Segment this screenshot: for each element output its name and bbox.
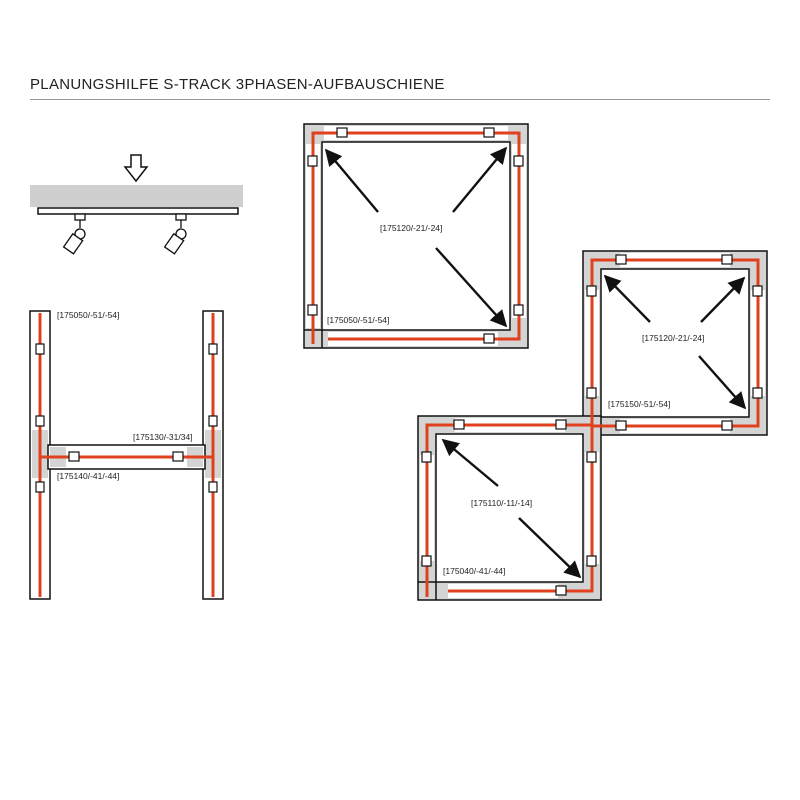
label-top-square-corner: [175120/-21/-24] [380,223,442,233]
spotlight-icon [62,213,86,255]
label-right-square-corner: [175120/-21/-24] [642,333,704,343]
title-divider [30,99,770,100]
label-h-crossbar: [175130/-31/34] [133,432,193,442]
label-top-square-rail: [175050/-51/-54] [327,315,389,325]
ceiling-illustration [30,154,243,255]
label-h-left-rail: [175050/-51/-54] [57,310,119,320]
label-right-square-rail: [175150/-51/-54] [608,399,670,409]
stepped-squares-layout: [175120/-21/-24] [175150/-51/-54] [17511… [417,250,768,601]
page-title: PLANUNGSHILFE S-TRACK 3PHASEN-AUFBAUSCHI… [30,76,445,93]
label-bottom-square-rail: [175040/-41/-44] [443,566,505,576]
mounted-track [37,207,239,215]
label-h-tee: [175140/-41/-44] [57,471,119,481]
top-square-layout: [175120/-21/-24] [175050/-51/-54] [303,123,529,349]
spotlight-icon [163,213,187,255]
label-bottom-square-corner: [175110/-11/-14] [471,498,532,508]
down-arrow-icon [123,154,149,183]
ceiling-block [30,185,243,207]
h-layout: [175050/-51/-54] [175130/-31/34] [175140… [29,310,224,600]
